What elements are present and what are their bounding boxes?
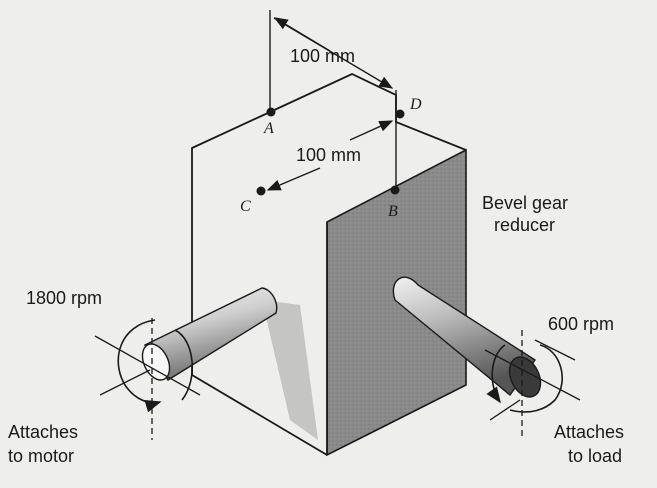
- dim-line-middle-left: [266, 167, 321, 191]
- shaft-shadow: [262, 300, 318, 440]
- output-shaft: [392, 276, 542, 398]
- dimension-top-label: 100 mm: [290, 46, 356, 66]
- input-rotation-arrow: [117, 319, 162, 413]
- point-c: [256, 186, 266, 196]
- point-d-label: D: [410, 96, 422, 113]
- point-c-label: C: [240, 198, 251, 215]
- input-shaft: [141, 287, 278, 381]
- dim-line-middle-right: [349, 120, 394, 141]
- point-b: [390, 185, 400, 195]
- output-rotation-arrow: [509, 344, 564, 413]
- motor-label-line1: Attaches: [8, 422, 79, 442]
- point-b-label: B: [388, 203, 398, 220]
- reducer-label-line2: reducer: [494, 215, 556, 235]
- load-label-line2: to load: [568, 446, 623, 466]
- input-speed-label: 1800 rpm: [26, 288, 103, 308]
- dim-line-top-back: [273, 17, 331, 52]
- point-a: [266, 107, 276, 117]
- point-d: [395, 109, 405, 119]
- point-a-label: A: [264, 120, 274, 137]
- dimension-middle-label: 100 mm: [296, 145, 362, 165]
- output-speed-label: 600 rpm: [548, 314, 615, 334]
- load-label-line1: Attaches: [554, 422, 625, 442]
- reducer-label-line1: Bevel gear: [482, 193, 569, 213]
- motor-label-line2: to motor: [8, 446, 75, 466]
- box-bottom-edge: [191, 374, 328, 456]
